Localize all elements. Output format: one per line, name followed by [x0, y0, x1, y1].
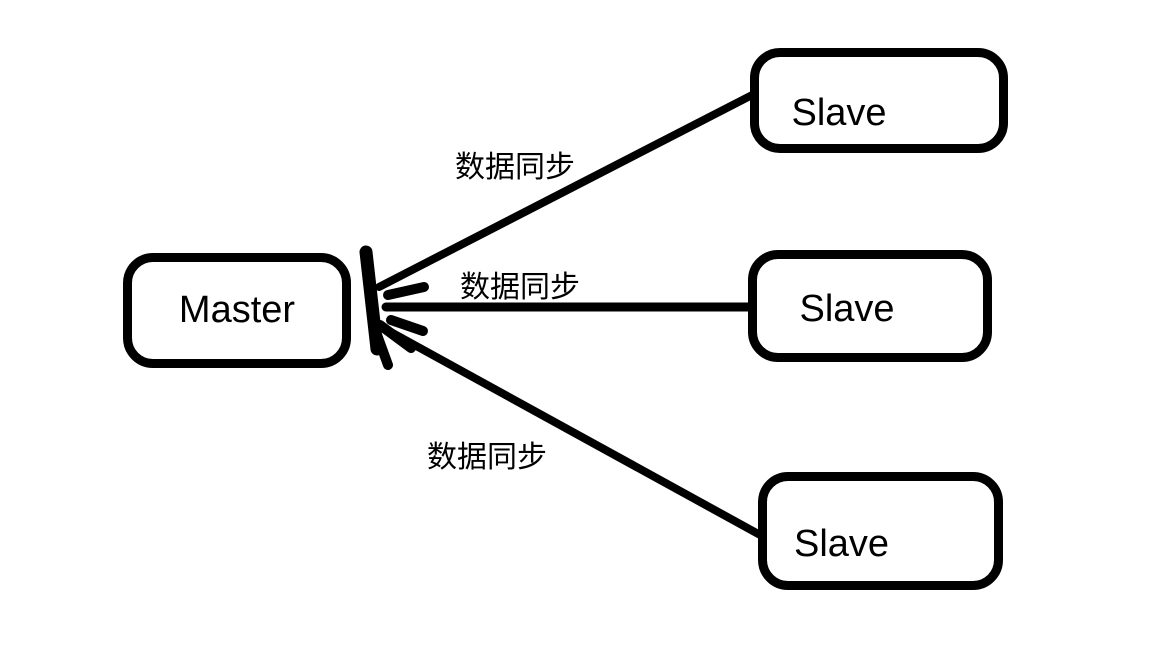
- edge-label-middle: 数据同步: [460, 271, 580, 304]
- node-slave-bottom-label: Slave: [793, 522, 890, 565]
- edge-line-bottom: [385, 327, 766, 540]
- node-slave-top-label: Slave: [791, 92, 887, 134]
- node-slave-top: Slave: [750, 48, 1008, 153]
- edge-line-top: [375, 89, 760, 291]
- node-slave-middle-label: Slave: [799, 287, 895, 330]
- arrowhead-barb-lower-steep: [375, 320, 416, 353]
- edge-label-top: 数据同步: [455, 151, 575, 184]
- node-slave-bottom: Slave: [758, 472, 1003, 590]
- node-master-label: Master: [178, 289, 296, 331]
- arrowhead-barb-upper: [383, 282, 429, 300]
- arrowhead-barb-lower: [386, 315, 428, 336]
- node-master: Master: [123, 253, 351, 368]
- arrowhead-barb-down: [371, 327, 393, 370]
- edge-label-bottom: 数据同步: [427, 441, 547, 474]
- node-slave-middle: Slave: [748, 250, 992, 362]
